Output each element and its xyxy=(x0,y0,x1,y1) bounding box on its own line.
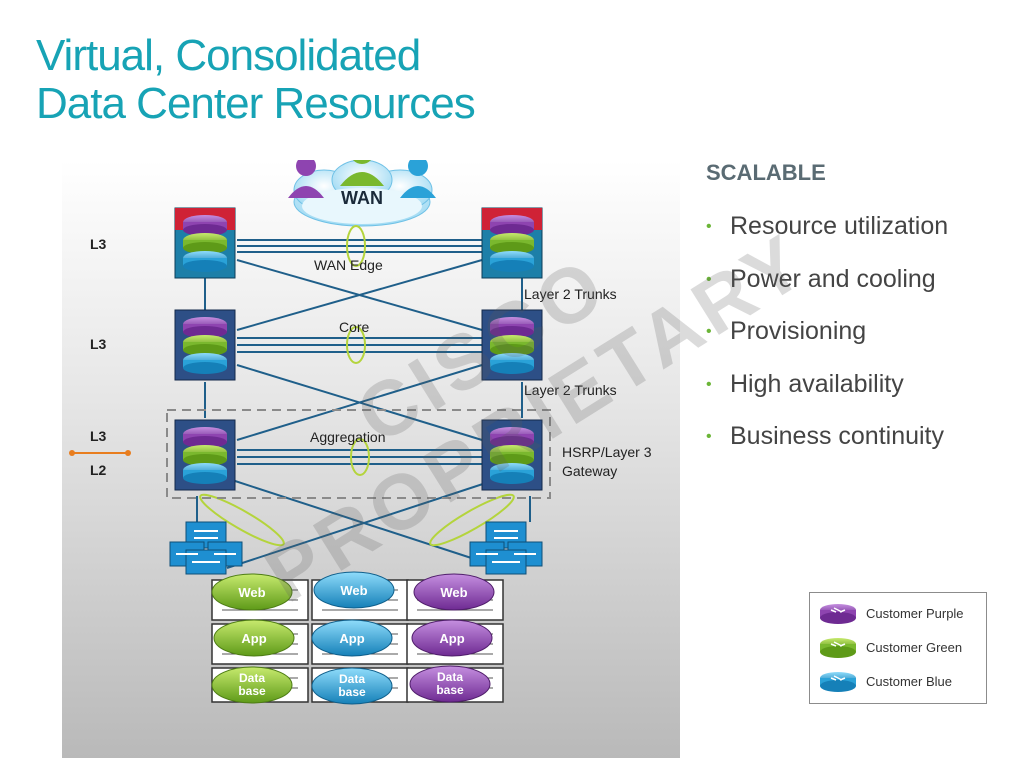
aggregation-box xyxy=(166,409,551,499)
router-blue-icon xyxy=(820,672,856,692)
bullet-text: Resource utilization xyxy=(730,212,949,240)
wan-label: WAN xyxy=(341,188,383,208)
bullet-dot-icon: • xyxy=(706,270,712,288)
title-line-1: Virtual, Consolidated xyxy=(36,31,421,80)
service-db-purple: Data base xyxy=(409,665,491,703)
bullet-dot-icon: • xyxy=(706,323,712,341)
service-app-green: App xyxy=(213,619,295,657)
port-channel-oval xyxy=(429,493,515,547)
list-item: • Power and cooling xyxy=(706,261,948,314)
user-purple-icon xyxy=(288,160,324,198)
topology-svg: WAN xyxy=(69,160,551,705)
router-stacks xyxy=(174,207,543,491)
cross-link xyxy=(231,479,503,569)
aggregation-label: Aggregation xyxy=(310,429,386,445)
service-db-green: Data base xyxy=(211,666,293,704)
hsrp-label-line-1: HSRP/Layer 3 xyxy=(562,444,652,460)
wan-cloud xyxy=(293,160,433,227)
access-switch-group-left xyxy=(169,521,243,575)
core-switch-left xyxy=(174,309,236,381)
hsrp-label-line-2: Gateway xyxy=(562,463,618,479)
service-app-purple: App xyxy=(411,619,493,657)
cross-link xyxy=(236,364,483,441)
aggregation-switch-right xyxy=(481,419,543,491)
scalable-heading: SCALABLE xyxy=(706,160,826,185)
list-item: • Business continuity xyxy=(706,418,948,471)
wan-edge-router-left xyxy=(174,207,236,279)
service-web-green: Web xyxy=(211,573,293,611)
trunks-lower-label: Layer 2 Trunks xyxy=(524,382,617,398)
bullet-text: Business continuity xyxy=(730,422,945,450)
bullet-dot-icon: • xyxy=(706,428,712,446)
cross-link xyxy=(236,259,483,331)
layer-label-aggregation: L3 xyxy=(90,428,107,444)
service-db-blue: Data base xyxy=(311,667,393,705)
port-channel-oval xyxy=(350,438,370,476)
layer-label-core: L3 xyxy=(90,336,107,352)
service-db-label: Data xyxy=(437,670,463,684)
port-channel-oval xyxy=(346,225,366,267)
legend-label: Customer Blue xyxy=(866,674,952,689)
router-green-icon xyxy=(820,638,856,658)
links xyxy=(196,239,531,569)
legend: Customer Purple Customer Green Customer … xyxy=(809,592,987,704)
bullet-text: Provisioning xyxy=(730,317,867,345)
list-item: • Resource utilization xyxy=(706,208,948,261)
service-db-label: Data xyxy=(239,671,265,685)
legend-label: Customer Purple xyxy=(866,606,964,621)
bullet-text: Power and cooling xyxy=(730,264,936,293)
service-app-label: App xyxy=(339,631,364,646)
user-green-icon xyxy=(340,160,384,186)
bullet-text: High availability xyxy=(730,369,904,398)
service-db-label: base xyxy=(338,685,366,699)
service-app-label: App xyxy=(439,631,464,646)
cross-link xyxy=(226,479,496,569)
bullet-dot-icon: • xyxy=(706,375,712,393)
aggregation-switch-left xyxy=(174,419,236,491)
service-db-label: Data xyxy=(339,672,365,686)
network-diagram: WAN xyxy=(62,160,680,758)
port-channel-ovals xyxy=(199,225,515,547)
layer-label-wan-edge: L3 xyxy=(90,236,107,252)
wan-edge-router-right xyxy=(481,207,543,279)
service-web-label: Web xyxy=(238,585,265,600)
benefits-list: • Resource utilization • Power and cooling… xyxy=(706,208,948,471)
core-switch-right xyxy=(481,309,543,381)
service-db-label: base xyxy=(238,684,266,698)
service-app-blue: App xyxy=(311,619,393,657)
core-label: Core xyxy=(339,319,370,335)
service-web-purple: Web xyxy=(413,573,495,611)
service-web-label: Web xyxy=(440,585,467,600)
service-web-blue: Web xyxy=(313,571,395,609)
user-blue-icon xyxy=(400,160,436,198)
access-switch-group-right xyxy=(469,521,543,575)
port-channel-oval xyxy=(199,493,285,547)
list-item: • Provisioning xyxy=(706,313,948,366)
list-item: • High availability xyxy=(706,366,948,419)
hsrp-label: HSRP/Layer 3 Gateway xyxy=(562,443,651,481)
service-app-label: App xyxy=(241,631,266,646)
bullet-dot-icon: • xyxy=(706,218,712,236)
port-channel-oval xyxy=(346,326,366,364)
service-web-label: Web xyxy=(340,583,367,598)
title-line-2: Data Center Resources xyxy=(36,79,476,128)
l3-l2-boundary-marker xyxy=(69,450,131,456)
service-db-label: base xyxy=(436,683,464,697)
legend-label: Customer Green xyxy=(866,640,963,655)
layer-label-access: L2 xyxy=(90,462,107,478)
page-title: Virtual, Consolidated Data Center Resour… xyxy=(36,31,476,128)
trunks-upper-label: Layer 2 Trunks xyxy=(524,286,617,302)
access-switches xyxy=(169,521,543,575)
router-purple-icon xyxy=(820,604,856,624)
wan-edge-label: WAN Edge xyxy=(314,257,383,273)
